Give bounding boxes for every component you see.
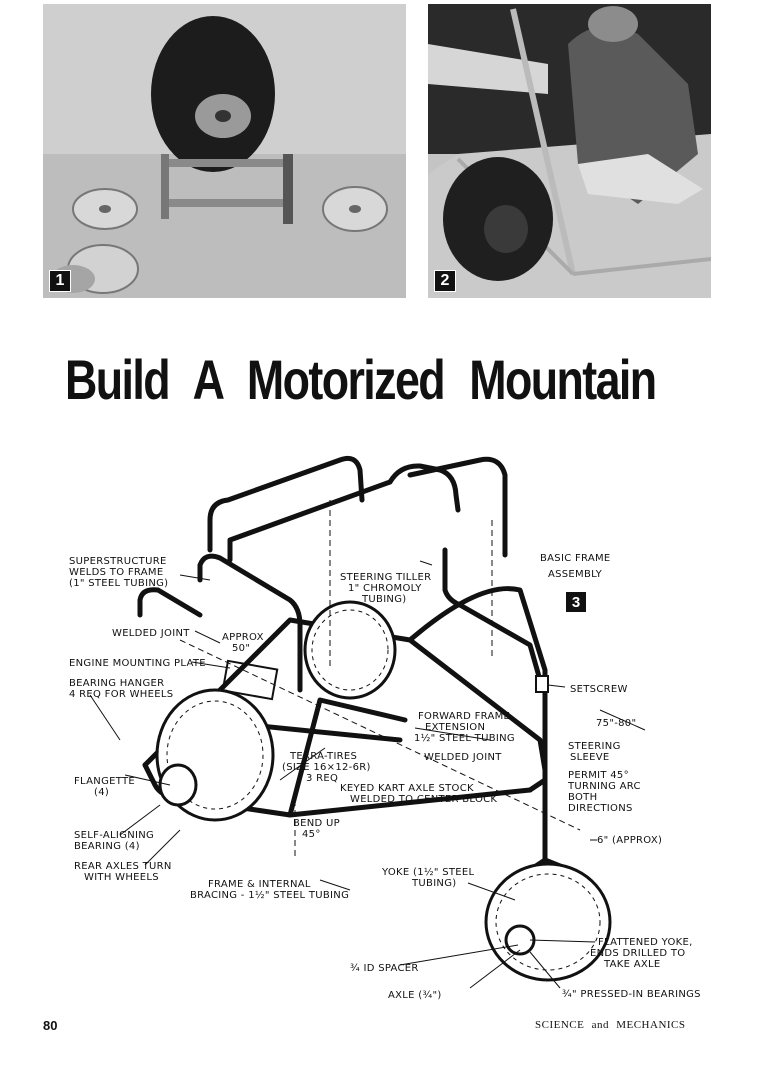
label-bend-1: BEND UP [293, 818, 340, 829]
label-permit-2: TURNING ARC [567, 781, 641, 792]
label-self-align-2: BEARING (4) [74, 841, 140, 852]
label-permit-4: DIRECTIONS [568, 803, 633, 814]
figure-number-box [566, 592, 586, 612]
dimension-lines [179, 500, 581, 860]
label-superstructure-3: (1" STEEL TUBING) [69, 578, 168, 589]
label-keyed-1: KEYED KART AXLE STOCK [340, 783, 474, 794]
label-welded-joint-top: WELDED JOINT [112, 628, 190, 639]
label-superstructure-2: WELDS TO FRAME [69, 567, 163, 578]
label-spacer: ¾ ID SPACER [350, 963, 419, 974]
label-superstructure-1: SUPERSTRUCTURE [69, 556, 167, 567]
label-bearing-hanger-2: 4 REQ FOR WHEELS [69, 689, 173, 700]
label-self-align-1: SELF-ALIGNING [74, 830, 154, 841]
label-bend-2: 45° [302, 829, 321, 840]
publication-name: SCIENCE and MECHANICS [535, 1019, 686, 1031]
label-flattened-1: FLATTENED YOKE, [598, 937, 693, 948]
label-frame-bracing-1: FRAME & INTERNAL [208, 879, 311, 890]
label-approx-2: 50" [232, 643, 250, 654]
headline: Build A Motorized Mountain [65, 348, 657, 411]
label-approx-1: APPROX [222, 632, 264, 643]
photo-wheel-assembly-image [43, 4, 406, 298]
photo-wheel-assembly: 1 [43, 4, 406, 298]
label-rear-axles-1: REAR AXLES TURN [74, 861, 172, 872]
diagram-title-line2: ASSEMBLY [548, 569, 603, 580]
label-terra-2: (SIZE 16×12-6R) [282, 762, 371, 773]
label-flangette-1: FLANGETTE [74, 776, 135, 787]
label-permit-1: PERMIT 45° [568, 770, 629, 781]
label-welded-joint-mid: WELDED JOINT [424, 752, 502, 763]
label-frame-bracing-2: BRACING - 1½" STEEL TUBING [190, 889, 349, 901]
label-flattened-3: TAKE AXLE [603, 959, 661, 970]
label-flangette-2: (4) [94, 787, 109, 798]
figure-number: 3 [572, 594, 580, 611]
engine-mounting-plate [221, 659, 279, 701]
leader-lines [89, 560, 646, 989]
diagram-title-line1: BASIC FRAME [540, 553, 611, 564]
label-setscrew: SETSCREW [570, 684, 628, 695]
label-steering-sleeve-1: STEERING [568, 741, 621, 752]
label-steering-tiller-2: 1" CHROMOLY [348, 583, 422, 594]
photo-number-badge: 2 [434, 270, 456, 292]
label-yoke-2: TUBING) [411, 878, 456, 889]
label-steering-tiller-3: TUBING) [361, 594, 406, 605]
label-flattened-2: ENDS DRILLED TO [590, 948, 685, 959]
photo-number-badge: 1 [49, 270, 71, 292]
label-rear-axles-2: WITH WHEELS [84, 872, 159, 883]
label-permit-3: BOTH [568, 792, 597, 803]
label-axle: AXLE (¾") [388, 990, 442, 1001]
label-terra-3: 3 REQ [306, 773, 338, 784]
label-forward-ext-1: FORWARD FRAME [418, 711, 510, 722]
frame-assembly-drawing: 3 BASIC FRAME ASSEMBLY SUPERSTRUCTURE WE… [69, 455, 701, 1001]
label-steering-tiller-1: STEERING TILLER [340, 572, 431, 583]
setscrew-knob [535, 675, 549, 693]
label-yoke-1: YOKE (1½" STEEL [381, 866, 475, 878]
page-number: 80 [43, 1018, 58, 1033]
label-terra-1: TERRA-TIRES [289, 751, 357, 762]
label-engine-plate: ENGINE MOUNTING PLATE [69, 658, 206, 669]
label-steering-sleeve-2: SLEEVE [570, 752, 610, 763]
label-pressed-bearings: ¾" PRESSED-IN BEARINGS [562, 989, 701, 1000]
label-forward-ext-3: 1½" STEEL TUBING [414, 732, 515, 744]
label-six-inch: 6" (APPROX) [597, 835, 662, 846]
label-forward-ext-2: EXTENSION [425, 722, 485, 733]
photo-rider-in-frame-image [428, 4, 711, 298]
frame-assembly-diagram: 3 BASIC FRAME ASSEMBLY SUPERSTRUCTURE WE… [60, 440, 720, 1010]
photo-rider-in-frame: 2 [428, 4, 711, 298]
label-length: 75"-80" [596, 718, 636, 729]
terra-tires [155, 600, 612, 982]
label-bearing-hanger-1: BEARING HANGER [69, 678, 164, 689]
label-keyed-2: WELDED TO CENTER BLOCK [350, 794, 497, 805]
